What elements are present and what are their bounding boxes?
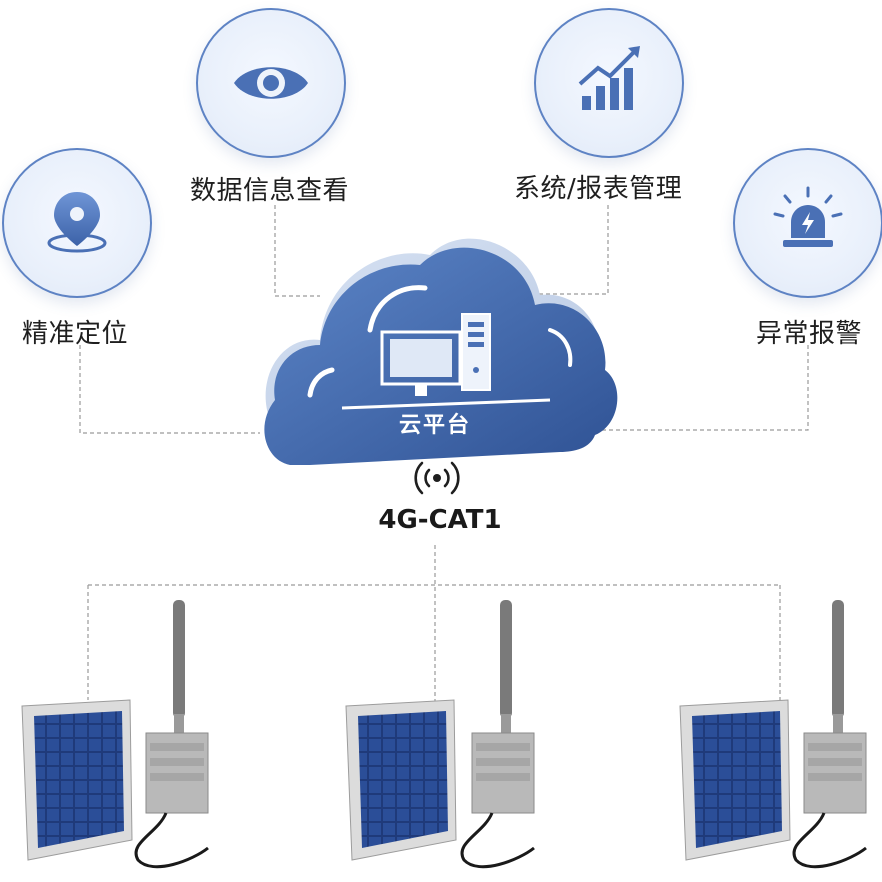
- platform-label: 云平台: [398, 413, 471, 438]
- node-data-view-label: 数据信息查看: [190, 176, 350, 206]
- solar-panel-terminal-icon: [345, 600, 535, 869]
- cloud-platform[interactable]: 云平台: [250, 220, 620, 480]
- solar-panel-terminal-icon: [679, 600, 867, 869]
- location-pin-icon: [47, 192, 107, 253]
- node-location-label: 精准定位: [22, 319, 129, 349]
- node-alarm-label: 异常报警: [756, 319, 863, 349]
- eye-icon: [234, 67, 308, 99]
- node-location[interactable]: [2, 148, 152, 298]
- link-location: [79, 345, 260, 434]
- solar-device-1[interactable]: [18, 598, 218, 878]
- node-report[interactable]: [534, 8, 684, 158]
- node-data-view[interactable]: [196, 8, 346, 158]
- alarm-light-icon: [773, 186, 843, 247]
- wireless-signal-icon: [414, 461, 460, 495]
- solar-device-3[interactable]: [676, 598, 876, 878]
- network-label: 4G-CAT1: [378, 505, 502, 535]
- node-alarm[interactable]: [733, 148, 882, 298]
- node-report-label: 系统/报表管理: [514, 174, 683, 204]
- cloud-computer-icon: [264, 238, 618, 465]
- link-data-view: [274, 205, 320, 297]
- bar-chart-trend-icon: [578, 46, 640, 110]
- link-alarm: [600, 345, 809, 431]
- solar-panel-terminal-icon: [21, 600, 209, 869]
- solar-device-2[interactable]: [340, 598, 540, 878]
